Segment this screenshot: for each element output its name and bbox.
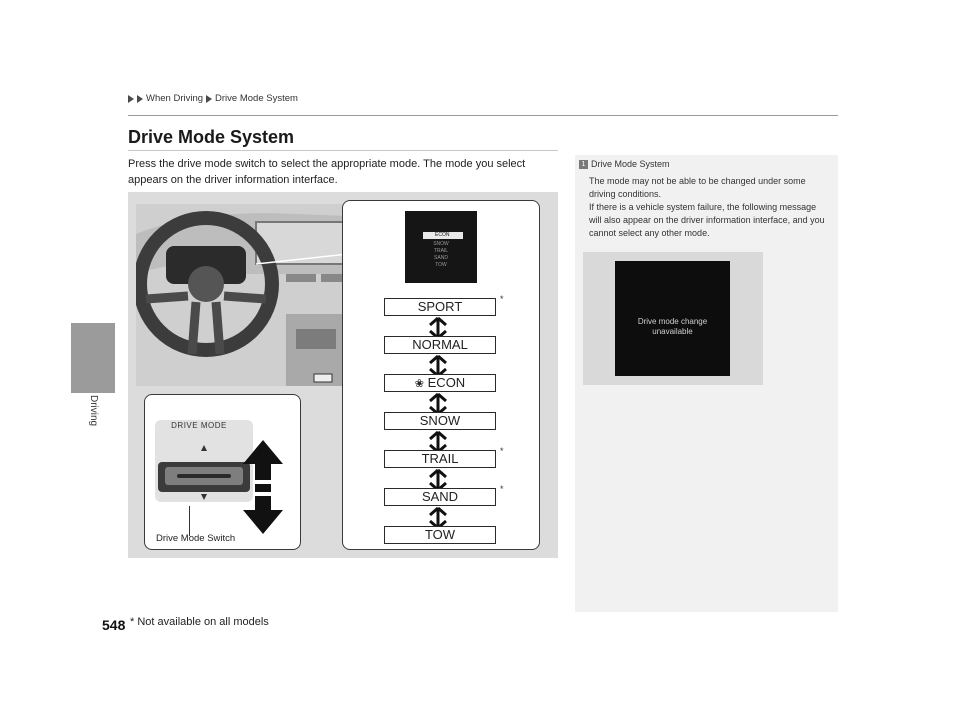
breadcrumb-arrow-icon <box>206 94 213 103</box>
note-screen-text: Drive mode change unavailable <box>637 317 708 336</box>
note-body: The mode may not be able to be changed u… <box>589 176 825 238</box>
drive-mode-switch-illustration <box>155 420 253 502</box>
side-tab <box>71 323 115 393</box>
mode-box-sport: SPORT <box>384 298 496 316</box>
mode-selection-panel: ECON SNOW TRAIL SAND TOW SPORT * NORMAL … <box>342 200 540 550</box>
breadcrumb-arrow-icon <box>128 94 134 103</box>
footnote-star: * <box>500 446 504 456</box>
up-down-arrow-icon <box>429 317 447 339</box>
page-number: 548 <box>102 617 126 633</box>
mode-box-tow: TOW <box>384 526 496 544</box>
up-down-arrow-icon <box>429 355 447 377</box>
mode-box-econ: ❀ ECON <box>384 374 496 392</box>
screen-highlight: ECON <box>423 232 463 239</box>
mode-box-trail: TRAIL <box>384 450 496 468</box>
leaf-icon: ❀ <box>414 378 425 390</box>
footnote-star: * <box>500 484 504 494</box>
up-down-arrow-icon <box>429 507 447 529</box>
mode-box-normal: NORMAL <box>384 336 496 354</box>
header-divider <box>128 115 838 116</box>
note-title: Drive Mode System <box>591 159 670 169</box>
section-title: Drive Mode System <box>128 127 295 147</box>
screen-row: TRAIL <box>433 248 449 254</box>
side-tab-label-box: Driving <box>85 395 105 455</box>
drive-mode-figure: DRIVE MODE ECON SNOW TRAIL SAND TOW SPOR… <box>128 192 558 558</box>
side-tab-label: Driving <box>88 395 99 427</box>
steering-wheel-illustration <box>136 204 348 386</box>
screen-row: SAND <box>434 255 448 261</box>
figure-caption: Drive Mode Switch <box>156 533 236 544</box>
mode-box-snow: SNOW <box>384 412 496 430</box>
breadcrumb-arrow-icon <box>137 94 143 103</box>
drive-mode-switch-inset: DRIVE MODE <box>144 394 301 550</box>
note-display-screen: Drive mode change unavailable <box>615 261 730 376</box>
breadcrumb-item[interactable]: When Driving <box>146 93 204 104</box>
title-divider <box>128 150 558 151</box>
footnote: * Not available on all models <box>130 616 269 628</box>
mode-display-screen: ECON SNOW TRAIL SAND TOW <box>405 211 477 283</box>
note-marker-icon: 1 <box>579 159 588 169</box>
note-figure: Drive mode change unavailable <box>583 252 763 385</box>
mode-econ-label: ECON <box>427 375 466 390</box>
note-header: 1 Drive Mode System <box>579 159 670 169</box>
side-note: 1 Drive Mode System The mode may not be … <box>575 155 838 612</box>
breadcrumb: When Driving Drive Mode System <box>128 93 298 104</box>
double-arrow-icon <box>243 440 283 534</box>
up-down-arrow-icon <box>429 469 447 491</box>
screen-row: SNOW <box>433 241 449 247</box>
intro-text: Press the drive mode switch to select th… <box>128 158 526 186</box>
switch-label: DRIVE MODE <box>171 421 227 430</box>
screen-row: TOW <box>435 262 447 268</box>
dashboard-photo <box>136 204 348 386</box>
mode-box-sand: SAND <box>384 488 496 506</box>
footnote-star: * <box>500 294 504 304</box>
up-down-arrow-icon <box>429 393 447 415</box>
up-down-arrow-icon <box>429 431 447 453</box>
breadcrumb-item[interactable]: Drive Mode System <box>215 93 298 104</box>
screen-highlight-text: ECON <box>435 232 450 238</box>
callout-line <box>189 506 190 536</box>
